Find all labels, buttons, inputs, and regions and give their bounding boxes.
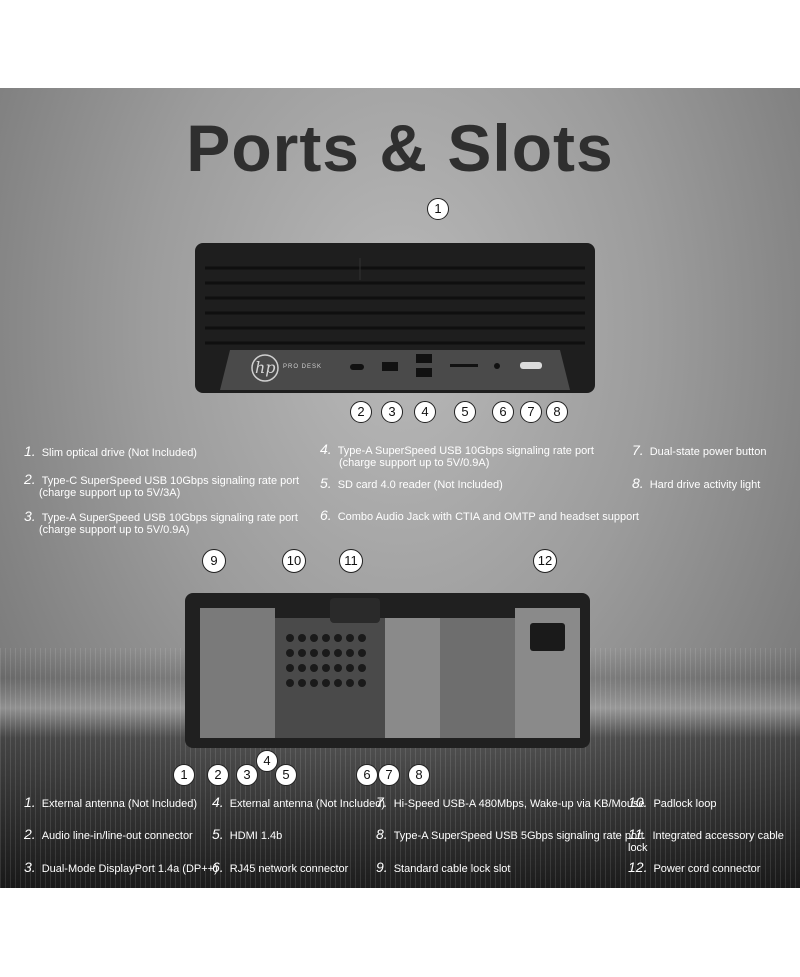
rear-callout-9: 9 bbox=[202, 549, 226, 573]
front-logo: hp bbox=[255, 358, 276, 377]
front-spec-3: 3.Type-A SuperSpeed USB 10Gbps signaling… bbox=[24, 508, 298, 536]
rear-spec-5: 5.HDMI 1.4b bbox=[212, 826, 283, 842]
front-callout-6: 6 bbox=[492, 401, 514, 423]
rear-spec-8: 8.Type-A SuperSpeed USB 5Gbps signaling … bbox=[376, 826, 644, 842]
rear-spec-2: 2.Audio line-in/line-out connector bbox=[24, 826, 193, 842]
front-spec-7: 7.Dual-state power button bbox=[632, 442, 767, 458]
rear-callout-4: 4 bbox=[256, 750, 278, 772]
rear-spec-3: 3.Dual-Mode DisplayPort 1.4a (DP++) bbox=[24, 859, 218, 875]
front-spec-4: 4.Type-A SuperSpeed USB 10Gbps signaling… bbox=[320, 441, 594, 469]
rear-callout-7: 7 bbox=[378, 764, 400, 786]
rear-callout-11: 11 bbox=[339, 549, 363, 573]
front-callout-4: 4 bbox=[414, 401, 436, 423]
front-callout-3: 3 bbox=[381, 401, 403, 423]
rear-spec-12: 12.Power cord connector bbox=[628, 859, 761, 875]
rear-callout-5: 5 bbox=[275, 764, 297, 786]
rear-spec-7: 7.Hi-Speed USB-A 480Mbps, Wake-up via KB… bbox=[376, 794, 645, 810]
rear-spec-9: 9.Standard cable lock slot bbox=[376, 859, 511, 875]
rear-callout-2: 2 bbox=[207, 764, 229, 786]
rear-spec-11: 11.Integrated accessory cable lock bbox=[628, 826, 784, 854]
front-spec-2: 2.Type-C SuperSpeed USB 10Gbps signaling… bbox=[24, 471, 300, 499]
rear-callout-3: 3 bbox=[236, 764, 258, 786]
rear-callout-1: 1 bbox=[173, 764, 195, 786]
product-infographic: Ports & Slots hp PRO DESK 1 2 3 4 5 6 7 … bbox=[0, 88, 800, 888]
rear-spec-1: 1.External antenna (Not Included) bbox=[24, 794, 198, 810]
rear-callout-8: 8 bbox=[408, 764, 430, 786]
rear-pc-image bbox=[185, 593, 590, 748]
front-spec-8: 8.Hard drive activity light bbox=[632, 475, 761, 491]
front-callout-8: 8 bbox=[546, 401, 568, 423]
front-spec-6: 6.Combo Audio Jack with CTIA and OMTP an… bbox=[320, 507, 639, 523]
front-spec-5: 5.SD card 4.0 reader (Not Included) bbox=[320, 475, 503, 491]
page-title: Ports & Slots bbox=[186, 111, 614, 185]
rear-callout-10: 10 bbox=[282, 549, 306, 573]
front-pc-image bbox=[195, 243, 595, 393]
front-callout-1: 1 bbox=[427, 198, 449, 220]
rear-spec-10: 10.Padlock loop bbox=[628, 794, 717, 810]
rear-spec-4: 4.External antenna (Not Included) bbox=[212, 794, 386, 810]
front-spec-1: 1.Slim optical drive (Not Included) bbox=[24, 443, 197, 459]
rear-spec-6: 6.RJ45 network connector bbox=[212, 859, 349, 875]
front-callout-2: 2 bbox=[350, 401, 372, 423]
front-callout-5: 5 bbox=[454, 401, 476, 423]
rear-callout-12: 12 bbox=[533, 549, 557, 573]
rear-callout-6: 6 bbox=[356, 764, 378, 786]
front-callout-7: 7 bbox=[520, 401, 542, 423]
front-brand: PRO DESK bbox=[283, 364, 323, 370]
